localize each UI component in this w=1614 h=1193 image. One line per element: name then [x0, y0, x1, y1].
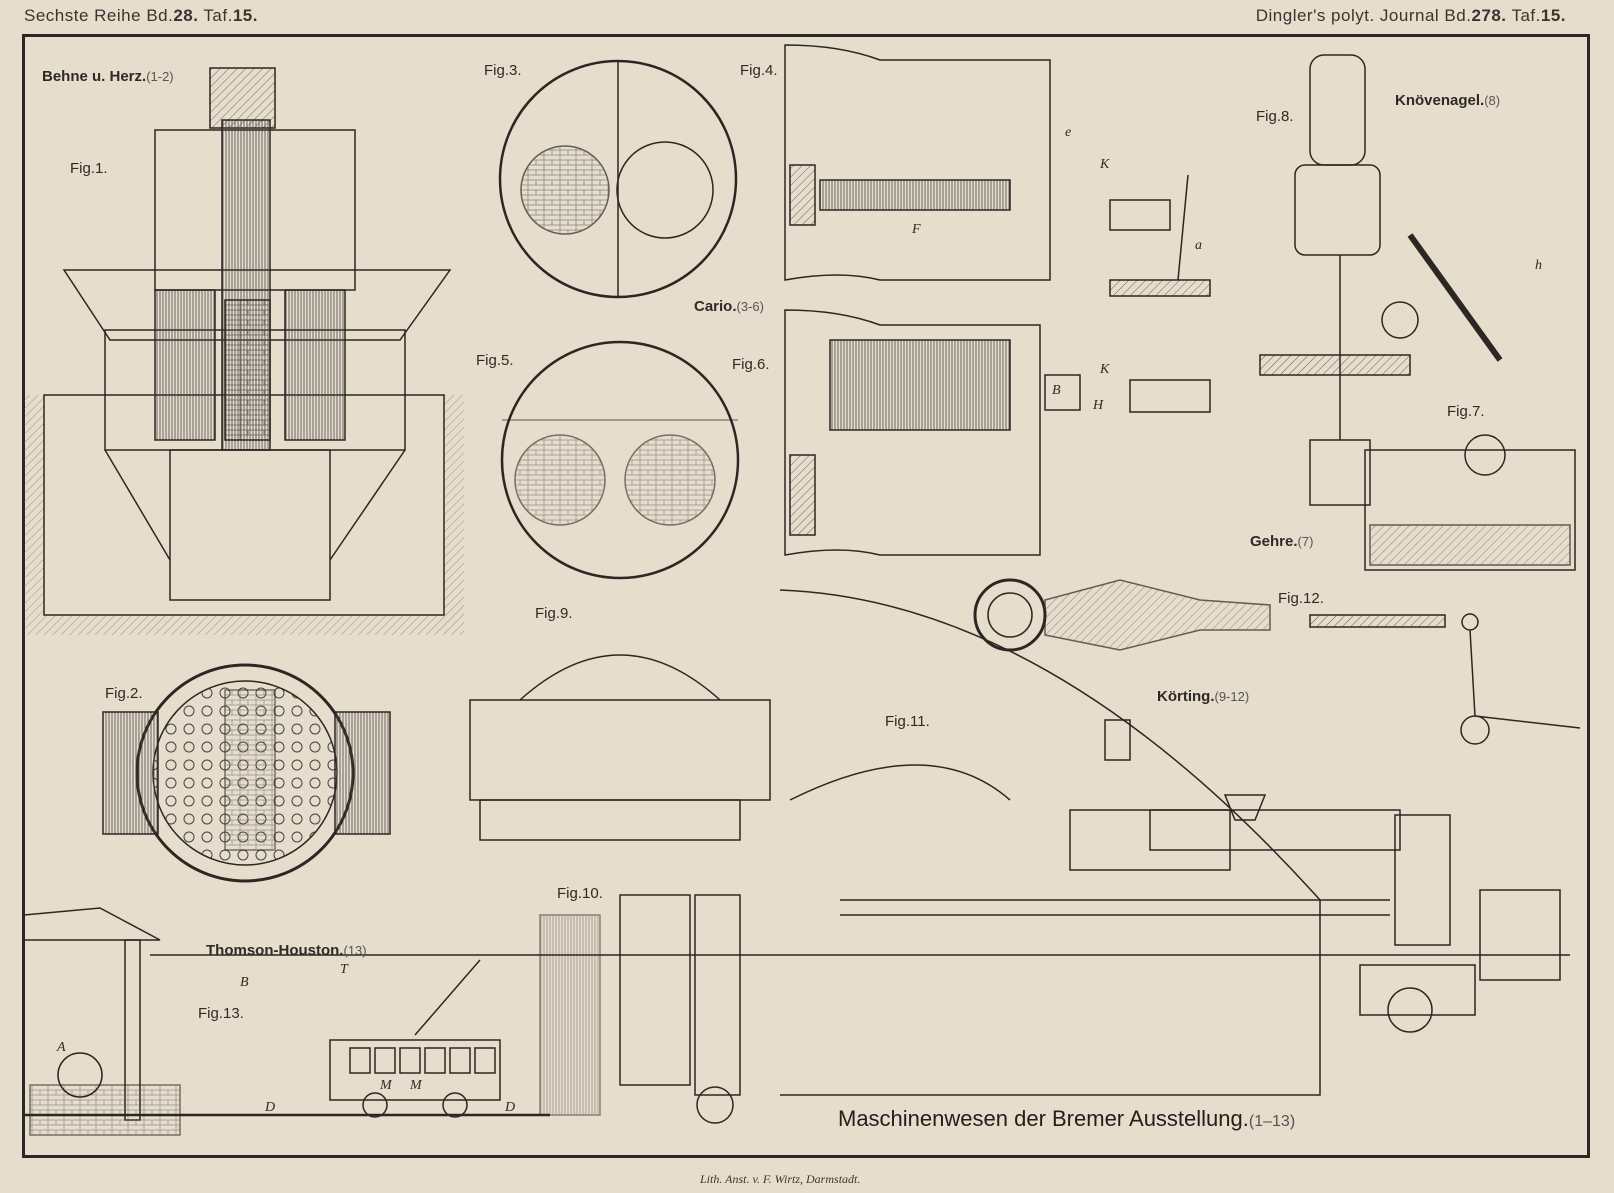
- fig-8-label: Fig.8.: [1256, 108, 1294, 125]
- annotation-e: e: [1065, 125, 1072, 140]
- annotation-M2: M: [410, 1078, 422, 1093]
- annotation-a: a: [1195, 238, 1202, 253]
- annotation-K6: K: [1100, 362, 1110, 377]
- volume-prefix: Bd.: [146, 6, 174, 25]
- annotation-K: K: [1100, 157, 1110, 172]
- annotation-M: M: [380, 1078, 392, 1093]
- fig-4-label: Fig.4.: [740, 62, 778, 79]
- fig12-connecting-rod: [973, 578, 1581, 745]
- fig-3-label: Fig.3.: [484, 62, 522, 79]
- annotation-H: H: [1093, 398, 1104, 413]
- plate-number: 15.: [232, 6, 258, 25]
- fig-9-label: Fig.9.: [535, 605, 573, 622]
- annotation-T: T: [340, 962, 348, 977]
- series-label: Sechste Reihe: [24, 6, 142, 25]
- annotation-h: h: [1535, 258, 1542, 273]
- lithographer-credit: Lith. Anst. v. F. Wirtz, Darmstadt.: [700, 1172, 861, 1186]
- section-behne-herz: Behne u. Herz.(1-2): [42, 68, 174, 85]
- volume-number: 278.: [1471, 6, 1507, 25]
- fig-10-label: Fig.10.: [557, 885, 603, 902]
- plate-prefix: Taf.: [1511, 6, 1541, 25]
- annotation-D2: D: [505, 1100, 516, 1115]
- fig-2-label: Fig.2.: [105, 685, 143, 702]
- fig-13-label: Fig.13.: [198, 1005, 244, 1022]
- annotation-B13: B: [240, 975, 249, 990]
- annotation-F: F: [912, 222, 921, 237]
- volume-number: 28.: [173, 6, 199, 25]
- plate-title: Maschinenwesen der Bremer Ausstellung.(1…: [838, 1106, 1295, 1132]
- section-knoevenagel: Knövenagel.(8): [1395, 92, 1501, 109]
- fig1-furnace-drawing: [24, 67, 464, 635]
- section-koerting: Körting.(9-12): [1157, 688, 1250, 705]
- fig10-valve-drawing: [539, 894, 741, 1124]
- title-range: (1–13): [1248, 1113, 1296, 1130]
- annotation-B: B: [1052, 383, 1061, 398]
- section-cario: Cario.(3-6): [694, 298, 764, 315]
- annotation-A: A: [57, 1040, 66, 1055]
- fig7-gauge-drawing: [1364, 434, 1576, 571]
- plate-number: 15.: [1540, 6, 1566, 25]
- fig-6-label: Fig.6.: [732, 356, 770, 373]
- header-left: Sechste Reihe Bd.28. Taf.15.: [24, 6, 258, 26]
- fig13-tram-drawing: [23, 907, 1570, 1136]
- fig-5-label: Fig.5.: [476, 352, 514, 369]
- header-right: Dingler's polyt. Journal Bd.278. Taf.15.: [1256, 6, 1566, 26]
- fig-1-label: Fig.1.: [70, 160, 108, 177]
- fig8-regulator-drawing: [1259, 54, 1503, 506]
- fig5-circle-drawing: [500, 340, 740, 580]
- fig2-plan-drawing: [102, 663, 391, 883]
- fig4-boiler-section: [784, 44, 1211, 297]
- fig-12-label: Fig.12.: [1278, 590, 1324, 607]
- fig-11-label: Fig.11.: [885, 713, 930, 730]
- volume-prefix: Bd.: [1444, 6, 1472, 25]
- plate-border: [22, 34, 1590, 1158]
- fig11-engine-drawing: [779, 589, 1561, 1096]
- plate-prefix: Taf.: [203, 6, 233, 25]
- journal-name: Dingler's polyt. Journal: [1255, 6, 1440, 25]
- title-text: Maschinenwesen der Bremer Ausstellung.: [838, 1106, 1249, 1131]
- section-thomson-houston: Thomson-Houston.(13): [206, 942, 367, 959]
- fig3-circle-drawing: [498, 59, 738, 299]
- annotation-D: D: [265, 1100, 276, 1115]
- fig6-boiler-section: [784, 309, 1211, 556]
- section-gehre: Gehre.(7): [1250, 533, 1314, 550]
- fig-7-label: Fig.7.: [1447, 403, 1485, 420]
- fig9-valve-drawing: [469, 654, 771, 841]
